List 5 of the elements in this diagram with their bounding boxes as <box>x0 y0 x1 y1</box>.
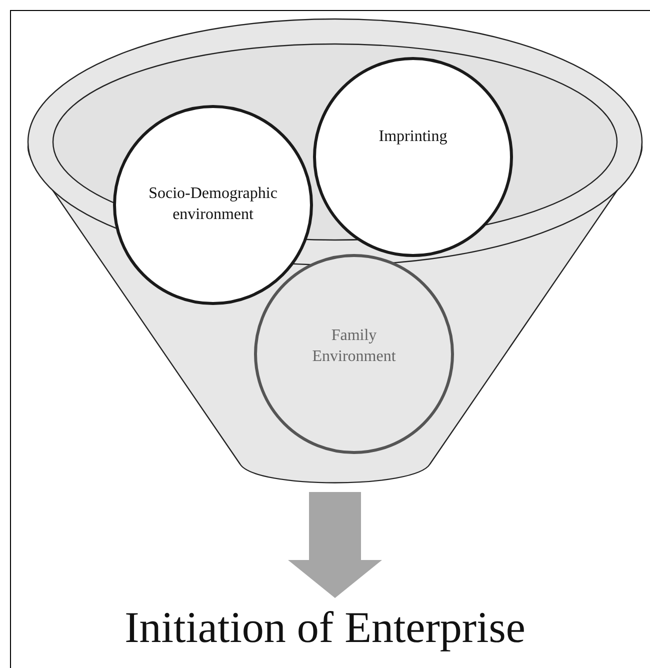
circle-label: Imprinting <box>378 126 448 147</box>
result-text: Initiation of Enterprise <box>20 598 630 656</box>
circle-label: Socio-Demographic environment <box>148 184 278 225</box>
circle-label: Family Environment <box>311 326 397 366</box>
block-arrow <box>288 492 382 598</box>
